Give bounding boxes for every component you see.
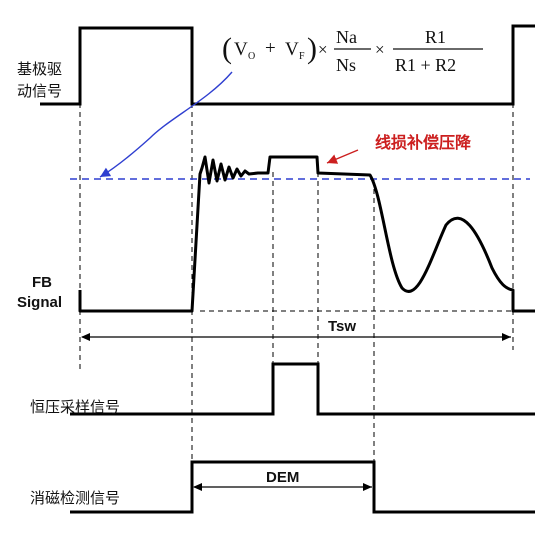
line-loss-compensation-label: 线损补偿压降: [375, 133, 472, 152]
formula-pointer-arrow: [99, 71, 233, 178]
demag-detect-trace: [70, 460, 535, 514]
fb-label-line2: Signal: [17, 294, 62, 311]
base-drive-label-line2: 动信号: [17, 82, 62, 100]
cv-sample-trace: [70, 362, 535, 416]
formula-times-2: ×: [375, 40, 385, 59]
fb-label-line1: FB: [32, 274, 52, 291]
demag-detect-label: 消磁检测信号: [30, 489, 120, 507]
formula-lparen: (: [222, 32, 232, 65]
formula-vo: V: [234, 39, 248, 60]
formula-plus: +: [265, 38, 276, 59]
base-drive-trace: [40, 24, 535, 106]
formula-na: Na: [336, 27, 357, 47]
formula-vf: V: [285, 39, 299, 60]
tsw-label: Tsw: [328, 318, 356, 335]
formula-r1-plus-r2: R1 + R2: [395, 55, 456, 75]
formula-ns: Ns: [336, 55, 356, 75]
formula-rparen: ): [307, 32, 317, 65]
cv-sample-label: 恒压采样信号: [30, 398, 120, 416]
compensation-pointer-arrow: [326, 149, 359, 164]
base-drive-label-line1: 基极驱: [17, 60, 62, 78]
formula-vo-sub: O: [248, 51, 255, 62]
formula-vf-sub: F: [299, 51, 305, 62]
formula-r1: R1: [425, 27, 446, 47]
formula-times-1: ×: [318, 40, 328, 59]
dem-label: DEM: [266, 469, 299, 486]
fb-signal-trace: [78, 155, 535, 313]
output-voltage-formula: ( V O + V F ) × Na Ns × R1 R1 + R2: [222, 27, 483, 75]
